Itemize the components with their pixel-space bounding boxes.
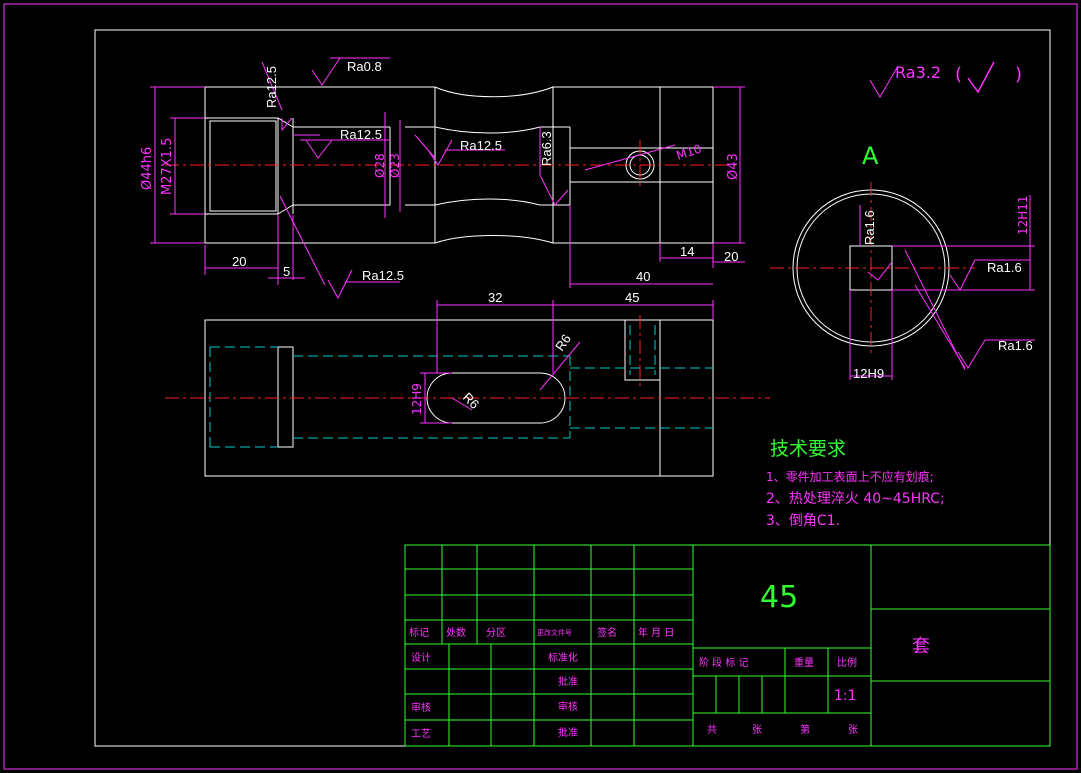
d28-label: Ø28 bbox=[373, 153, 387, 178]
side-dimensions bbox=[849, 65, 1035, 380]
len20-right-label: 20 bbox=[724, 249, 738, 264]
mid-label-pizhun-1: 批准 bbox=[558, 675, 578, 688]
front-dimensions bbox=[150, 57, 745, 300]
top-dimensions bbox=[420, 300, 714, 424]
d23-label: Ø23 bbox=[388, 153, 402, 178]
scale-label: 比例 bbox=[837, 656, 857, 669]
top-centerlines bbox=[165, 315, 770, 399]
ra63-label: Ra6.3 bbox=[539, 131, 554, 166]
top-view bbox=[204, 319, 714, 477]
part-name-label: 套 bbox=[912, 636, 930, 657]
general-paren-open: ( bbox=[955, 64, 962, 85]
ra16-c-label: Ra1.6 bbox=[998, 338, 1033, 353]
left-label-shenhe: 审核 bbox=[411, 701, 431, 714]
row-label-fenqu: 分区 bbox=[486, 627, 506, 639]
view-a-label: A bbox=[862, 142, 879, 170]
ra125-inner-label: Ra12.5 bbox=[340, 127, 382, 142]
mid-label-shenhe: 审核 bbox=[558, 700, 578, 713]
mid-label-biaozhunhua: 标准化 bbox=[548, 651, 578, 664]
check-mark-icon bbox=[967, 61, 995, 94]
ra16-a-label: Ra1.6 bbox=[862, 210, 877, 245]
tech-item-2: 2、热处理淬火 40~45HRC; bbox=[766, 491, 945, 507]
left-label-gongyi: 工艺 bbox=[411, 728, 431, 740]
inner-frame bbox=[94, 29, 1051, 747]
ra125-bottom-label: Ra12.5 bbox=[362, 268, 404, 283]
r6-inner-label: R6 bbox=[460, 390, 482, 412]
weight-label: 重量 bbox=[794, 656, 814, 669]
ra125-top-label: Ra12.5 bbox=[264, 66, 279, 108]
stage-label: 阶 段 标 记 bbox=[699, 656, 749, 669]
outer-frame bbox=[3, 3, 1078, 770]
tech-title: 技术要求 bbox=[770, 438, 846, 460]
general-roughness-label: Ra3.2 bbox=[895, 63, 941, 82]
sheet-label-zhang-2: 张 bbox=[848, 724, 858, 736]
len20-left-label: 20 bbox=[232, 254, 246, 269]
row-label-qianming: 签名 bbox=[597, 626, 617, 639]
side-centerlines bbox=[770, 182, 975, 355]
row-label-date: 年 月 日 bbox=[638, 626, 674, 639]
top-hidden-lines bbox=[209, 325, 713, 448]
ra16-b-label: Ra1.6 bbox=[987, 260, 1022, 275]
title-block bbox=[404, 544, 1051, 747]
material-label: 45 bbox=[760, 580, 798, 615]
sheet-label-gong: 共 bbox=[707, 724, 717, 736]
slot-12h9-label: 12H9 bbox=[410, 383, 424, 415]
ra08-label: Ra0.8 bbox=[347, 59, 382, 74]
m27-label: M27X1.5 bbox=[160, 138, 175, 195]
row-label-genggai: 更改文件号 bbox=[537, 628, 572, 637]
d44-label: Ø44h6 bbox=[140, 147, 155, 190]
len32-label: 32 bbox=[488, 290, 502, 305]
ra125-mid-label: Ra12.5 bbox=[460, 138, 502, 153]
tech-item-1: 1、零件加工表面上不应有划痕; bbox=[766, 469, 934, 484]
len40-label: 40 bbox=[636, 269, 650, 284]
side-12h11-label: 12H11 bbox=[1016, 195, 1030, 235]
r6-top-label: R6 bbox=[552, 331, 574, 353]
len14-label: 14 bbox=[680, 244, 694, 259]
general-paren-close: ) bbox=[1015, 64, 1022, 85]
scale-value: 1:1 bbox=[834, 688, 857, 704]
sheet-label-zhang-1: 张 bbox=[752, 724, 762, 736]
len45-label: 45 bbox=[625, 290, 639, 305]
sheet-label-di: 第 bbox=[800, 723, 810, 736]
m10-label: M10 bbox=[675, 142, 704, 163]
len5-label: 5 bbox=[283, 264, 290, 279]
tech-item-3: 3、倒角C1. bbox=[766, 513, 840, 529]
d43-label: Ø43 bbox=[726, 153, 741, 180]
row-label-chushu: 处数 bbox=[446, 626, 466, 639]
side-12h9-label: 12H9 bbox=[853, 366, 884, 381]
row-label-biaoji: 标记 bbox=[409, 627, 429, 639]
mid-label-pizhun-2: 批准 bbox=[558, 726, 578, 739]
left-label-sheji: 设计 bbox=[411, 651, 431, 664]
front-centerlines bbox=[165, 140, 740, 190]
